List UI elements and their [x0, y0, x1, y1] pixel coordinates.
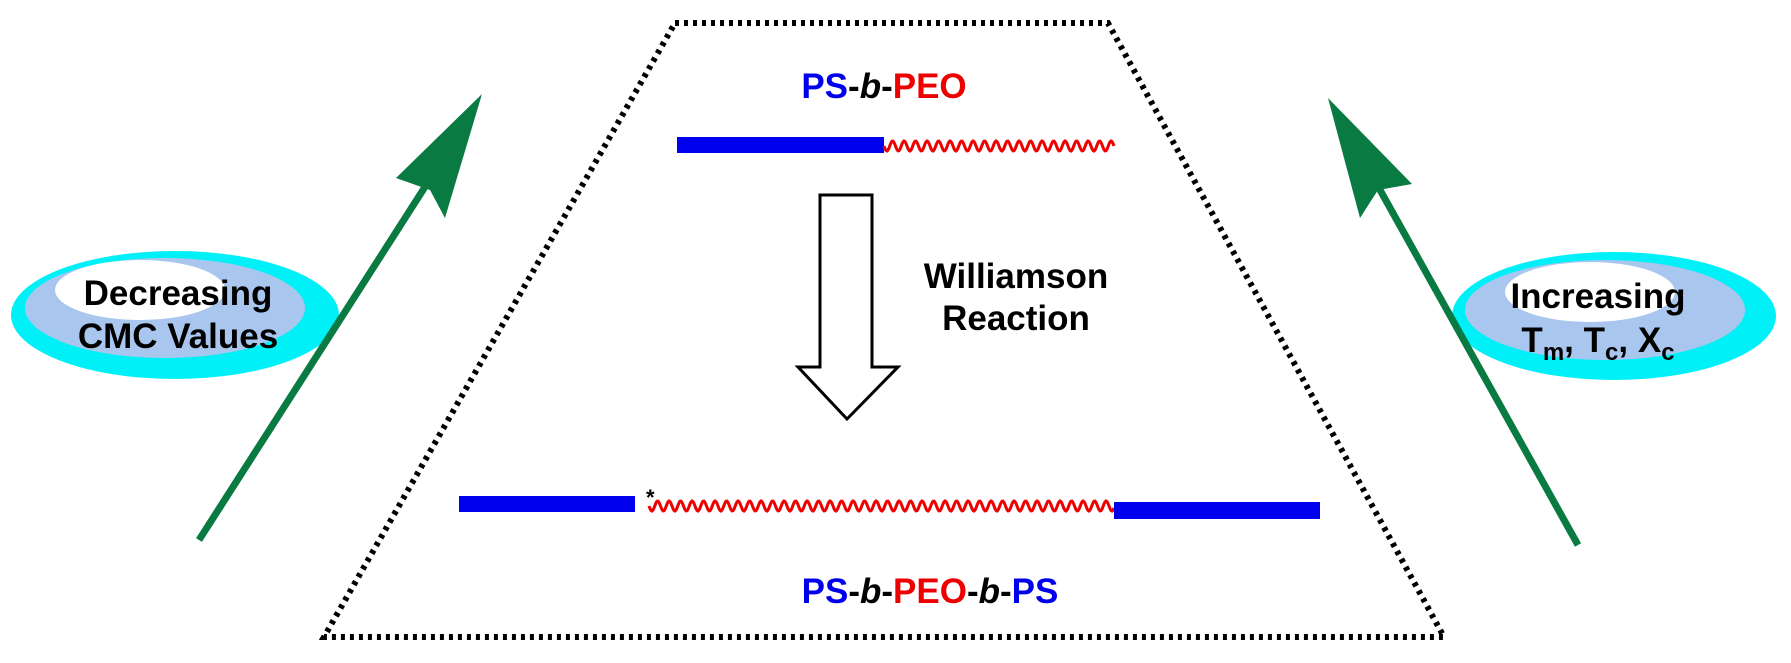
bubble-text-line2: Tm, Tc, Xc — [1521, 321, 1674, 366]
asterisk-mark: * — [646, 485, 655, 510]
ps-block-bar-right — [1114, 502, 1320, 519]
right-up-arrow — [1328, 98, 1582, 547]
bubble-text-line1: Decreasing — [84, 274, 273, 313]
left-up-arrow — [196, 94, 482, 542]
decreasing-cmc-bubble: Decreasing CMC Values — [11, 251, 339, 379]
ps-b-peo-b-ps-label: PS-b-PEO-b-PS — [802, 572, 1059, 611]
reaction-down-arrow — [794, 193, 902, 422]
peo-wavy-chain — [882, 139, 1116, 153]
reaction-label-line2: Reaction — [942, 299, 1090, 338]
ps-block-bar — [677, 137, 884, 153]
bubble-text-line1: Increasing — [1510, 277, 1685, 316]
dotted-trapezoid-frame — [318, 20, 1450, 640]
ps-b-peo-label: PS-b-PEO — [801, 67, 966, 106]
ps-block-bar-left — [459, 496, 635, 512]
peo-wavy-chain-long — [647, 499, 1116, 513]
reaction-label-line1: Williamson — [924, 257, 1108, 296]
bubble-text-line2: CMC Values — [78, 317, 278, 356]
increasing-tm-tc-xc-bubble: Increasing Tm, Tc, Xc — [1452, 252, 1776, 380]
